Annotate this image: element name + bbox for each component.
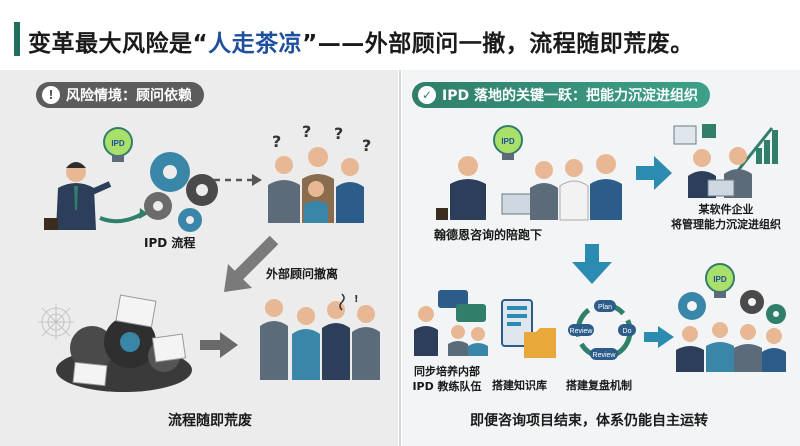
train-line2: IPD 教练队伍 [412,380,482,393]
gray-arrow-icon [200,332,238,358]
stressed-team-icon: ! [260,293,380,380]
growth-chart-icon [673,124,778,198]
teal-arrow-small-icon [644,326,674,348]
svg-text:!: ! [354,294,359,305]
review-cycle-icon: Plan Do Review Review [568,300,636,360]
teal-arrow-down-icon [572,244,612,284]
solution-header: ✓ IPD 落地的关键一跃：把能力沉淀进组织 [412,82,710,108]
consultant-withdraws-label: 外部顾问撤离 [266,267,339,281]
accompany-label: 翰德恩咨询的陪跑下 [434,228,543,242]
withdraw-arrow-icon [224,235,279,292]
title-highlight: 人走茶凉 [208,31,303,57]
lightbulb-icon: IPD [103,127,133,162]
svg-text:Review: Review [570,328,594,335]
train-label: 同步培养内部 IPD 教练队伍 [410,364,484,394]
page-title: 变革最大风险是“人走茶凉”——外部顾问一撤，流程随即荒废。 [28,31,694,57]
gears-icon [144,152,218,232]
dashed-arrow-icon [214,174,262,186]
lightbulb-icon: IPD [705,263,735,298]
consultant-icon [44,162,112,230]
solution-header-text: IPD 落地的关键一跃：把能力沉淀进组织 [442,88,698,104]
svg-text:IPD: IPD [501,137,515,146]
svg-text:Review: Review [593,352,617,359]
svg-text:?: ? [272,132,281,151]
self-running-label: 即便咨询项目结束，体系仍能自主运转 [470,413,708,429]
svg-text:?: ? [362,136,371,155]
confused-team-icon: ? ? ? ? [268,122,371,223]
title-accent-bar [14,22,20,56]
knowledge-base-icon [501,299,556,358]
company-line1: 某软件企业 [698,203,754,216]
svg-text:Do: Do [623,328,632,335]
ipd-process-label: IPD 流程 [144,236,196,250]
warning-icon: ! [42,86,60,104]
process-abandoned-label: 流程随即荒废 [168,413,252,429]
lightbulb-icon: IPD [493,125,523,160]
risk-header-text: 风险情境：顾问依赖 [66,88,192,104]
svg-text:?: ? [302,122,311,141]
svg-text:?: ? [334,124,343,143]
consultant-ipd-illustration: IPD [44,127,218,232]
training-icon [414,290,488,356]
cobweb-gears-icon [38,294,192,392]
train-line1: 同步培养内部 [414,365,480,378]
svg-text:Plan: Plan [598,304,612,311]
team-gears-icon: IPD [676,263,786,372]
knowledge-base-label: 搭建知识库 [492,379,547,392]
svg-text:IPD: IPD [111,139,125,148]
check-icon: ✓ [418,86,436,104]
company-line2: 将管理能力沉淀进组织 [671,218,781,231]
risk-header: ! 风险情境：顾问依赖 [36,82,204,108]
company-label: 某软件企业 将管理能力沉淀进组织 [660,202,792,232]
svg-text:IPD: IPD [713,275,727,284]
coaching-team-icon: IPD [436,125,622,221]
review-mechanism-label: 搭建复盘机制 [566,379,632,392]
risk-panel [0,70,398,446]
solution-panel [402,70,800,446]
panel-divider [399,70,401,446]
teal-arrow-right-icon [636,156,672,190]
